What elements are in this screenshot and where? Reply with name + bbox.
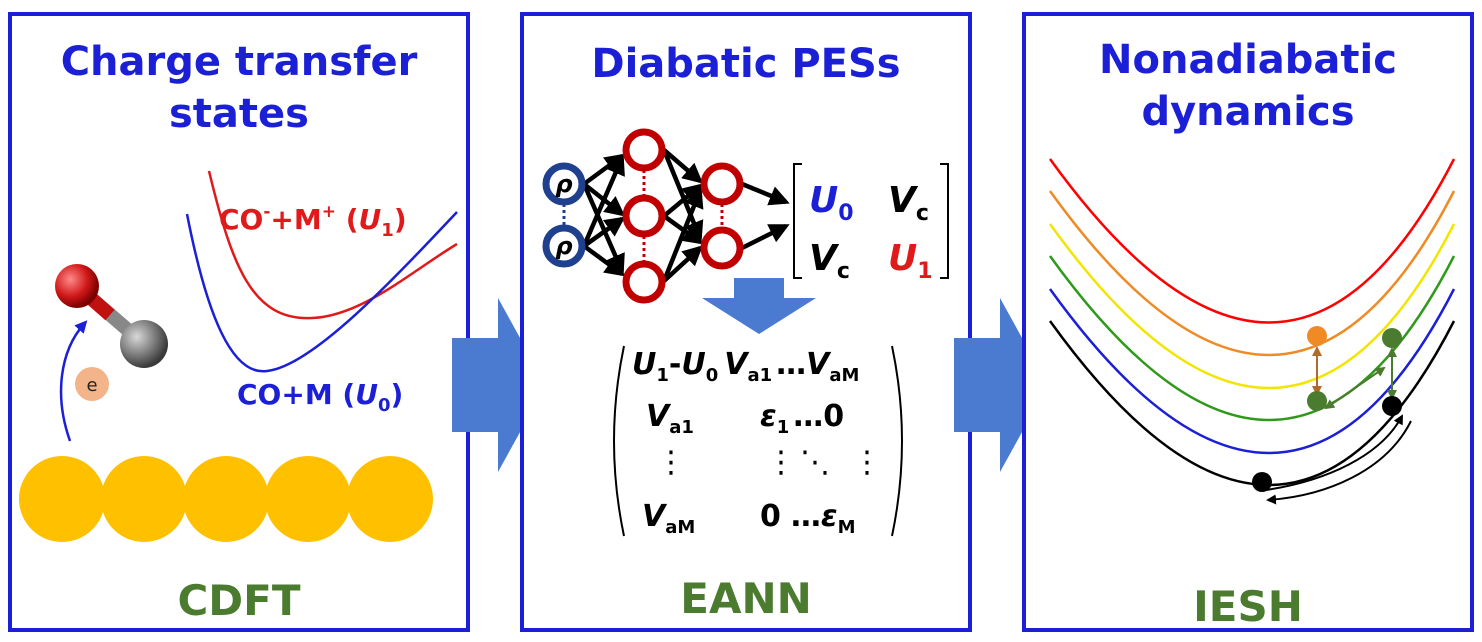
electron-label: e bbox=[86, 375, 97, 396]
down-arrow bbox=[702, 278, 816, 334]
panel3-title-line2: dynamics bbox=[1141, 89, 1355, 135]
particle-green bbox=[1307, 391, 1327, 411]
nn-input-layer: ρ ρ bbox=[542, 162, 586, 268]
particle-green bbox=[1382, 328, 1402, 348]
label-upper-state: CO-+M+ (U1) bbox=[219, 202, 407, 241]
panel1-title-line2: states bbox=[169, 91, 309, 137]
nn-connections bbox=[581, 148, 790, 283]
bigmatrix-row4-right: 0…εM bbox=[760, 499, 856, 538]
panel1-method: CDFT bbox=[177, 576, 301, 625]
bigmatrix-right-paren bbox=[891, 345, 903, 537]
nn-hidden-node bbox=[622, 128, 666, 172]
panel3-figure bbox=[1048, 158, 1456, 505]
energy-curve-green bbox=[1048, 255, 1456, 422]
nn-input-node bbox=[542, 162, 586, 206]
particle-black bbox=[1382, 396, 1402, 416]
matrix2: U0 Vc Vc U1 bbox=[809, 180, 933, 284]
metal-atom bbox=[101, 456, 187, 542]
curve-upper-U1 bbox=[207, 170, 458, 320]
trajectory-arrow-right bbox=[1265, 414, 1403, 491]
hop-arrow-green-diagonal bbox=[1324, 366, 1386, 410]
energy-curve-yellow bbox=[1048, 223, 1456, 390]
matrix2-u0: U0 bbox=[809, 180, 854, 226]
metal-atom bbox=[183, 456, 269, 542]
panel1-title-line1: Charge transfer bbox=[60, 39, 418, 85]
nn-hidden-node bbox=[700, 226, 744, 270]
metal-surface bbox=[19, 456, 433, 542]
bigmatrix-left-paren bbox=[613, 345, 625, 537]
nn-hidden-node bbox=[700, 162, 744, 206]
bigmatrix-vdots-3: ⋮ bbox=[852, 445, 882, 480]
panel2-method: EANN bbox=[680, 574, 812, 623]
particle-black bbox=[1252, 472, 1272, 492]
matrix2-vc-top: Vc bbox=[888, 180, 929, 226]
electron-icon bbox=[75, 367, 109, 401]
matrix2-vc-bottom: Vc bbox=[809, 238, 850, 284]
matrix2-u1: U1 bbox=[888, 238, 933, 284]
nn-layer-links bbox=[562, 170, 724, 262]
panel1-title: Charge transfer states bbox=[12, 36, 466, 140]
bigmatrix-row2: Va1 bbox=[646, 399, 694, 438]
co-molecule bbox=[55, 264, 168, 368]
matrix2-right-bracket bbox=[940, 163, 949, 279]
metal-atom bbox=[265, 456, 351, 542]
panel3-title: Nonadiabatic dynamics bbox=[1026, 34, 1470, 138]
nn-input-label: ρ bbox=[555, 170, 572, 198]
panel1-figure: e CO-+M+ (U1) CO+M (U0) bbox=[19, 170, 458, 542]
bigmatrix-row4: VaM bbox=[642, 499, 695, 538]
matrix2-left-bracket bbox=[793, 163, 802, 279]
carbon-atom bbox=[120, 320, 168, 368]
energy-levels bbox=[1048, 158, 1456, 487]
panel-diabatic-pes: Diabatic PESs bbox=[520, 12, 972, 632]
panel2-title: Diabatic PESs bbox=[591, 41, 901, 87]
trajectory-arrow-left bbox=[1266, 420, 1412, 505]
panel3-title-line1: Nonadiabatic bbox=[1099, 37, 1397, 83]
bigmatrix-ddots: ⋱ bbox=[800, 445, 830, 480]
panel3-method: IESH bbox=[1193, 582, 1303, 631]
energy-curve-blue bbox=[1048, 288, 1456, 455]
panel-nonadiabatic-dynamics: Nonadiabatic dynamics bbox=[1022, 12, 1474, 632]
oxygen-atom bbox=[55, 264, 99, 308]
electron-transfer-arrow bbox=[59, 320, 88, 442]
nn-input-label: ρ bbox=[555, 232, 572, 260]
bigmatrix-vdots-1: ⋮ bbox=[656, 445, 686, 480]
particle-orange bbox=[1307, 326, 1327, 346]
bigmatrix-row2-right: ε1…0 bbox=[760, 399, 844, 438]
curve-lower-U0 bbox=[185, 211, 458, 373]
bigmatrix-vdots-2: ⋮ bbox=[766, 445, 796, 480]
panel-charge-transfer: Charge transfer states bbox=[8, 12, 470, 632]
nn-input-node bbox=[542, 224, 586, 268]
nn-hidden-node bbox=[622, 194, 666, 238]
energy-curve-red bbox=[1048, 158, 1456, 324]
nn-hidden-layers bbox=[622, 128, 744, 304]
label-lower-state: CO+M (U0) bbox=[237, 378, 403, 416]
metal-atom bbox=[347, 456, 433, 542]
metal-atom bbox=[19, 456, 105, 542]
energy-curve-orange bbox=[1048, 190, 1456, 357]
nn-hidden-node bbox=[622, 260, 666, 304]
